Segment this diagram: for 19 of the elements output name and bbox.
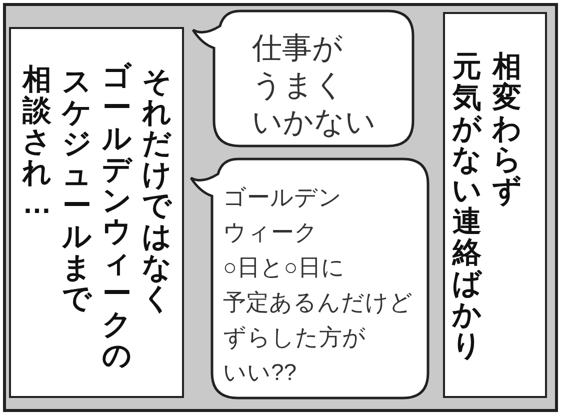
narration-text: スケジュールまで — [61, 67, 93, 315]
narration-text: 相変わらず — [491, 52, 523, 207]
speech-text: いかない — [252, 105, 376, 141]
caption-box — [443, 12, 547, 398]
speech-text: ゴールデン — [223, 183, 342, 212]
speech-text: ずらした方が — [223, 323, 366, 352]
speech-bubble — [192, 10, 414, 147]
speech-text: 予定あるんだけど — [223, 288, 413, 317]
narration-text: 元気がない連絡ばかり — [451, 52, 483, 362]
narration-text: 相談され… — [21, 65, 53, 220]
speech-text: ウィーク — [223, 218, 318, 247]
narration-text: ゴールデンウィークの — [101, 62, 133, 372]
speech-text: ○日と○日に — [223, 253, 345, 282]
narration-text: それだけではなく — [141, 67, 173, 315]
caption-box — [9, 27, 184, 398]
speech-bubble — [190, 158, 429, 399]
speech-text: いい?? — [223, 358, 297, 387]
speech-text: うまく — [252, 68, 345, 104]
speech-text: 仕事が — [252, 31, 343, 67]
